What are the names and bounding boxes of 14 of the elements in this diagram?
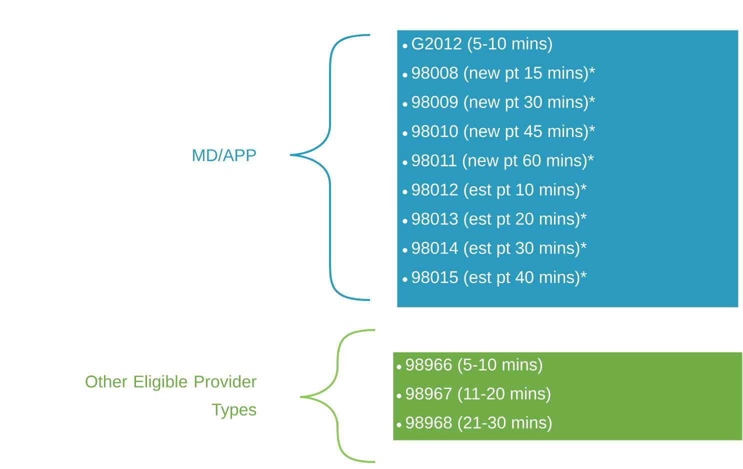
list-item: 98008 (new pt 15 mins)* (412, 66, 596, 82)
list-item: 98010 (new pt 45 mins)* (412, 124, 596, 141)
group-label: Other Eligible Provider Types (86, 375, 256, 419)
list-item: G2012 (5-10 mins) (412, 37, 552, 53)
list-item: 98011 (new pt 60 mins)* (412, 154, 594, 170)
list-item: 98968 (21-30 mins) (406, 416, 552, 432)
list-item: 98966 (5-10 mins) (406, 358, 542, 374)
list-item: 98015 (est pt 40 mins)* (412, 270, 587, 287)
list-item: 98967 (11-20 mins) (406, 387, 550, 403)
list-item: 98012 (est pt 10 mins)* (412, 183, 587, 199)
list-item: 98009 (new pt 30 mins)* (412, 95, 596, 112)
list-item: 98014 (est pt 30 mins)* (412, 241, 587, 258)
group-label: MD/APP (193, 148, 256, 162)
list-item: 98013 (est pt 20 mins)* (412, 212, 587, 228)
